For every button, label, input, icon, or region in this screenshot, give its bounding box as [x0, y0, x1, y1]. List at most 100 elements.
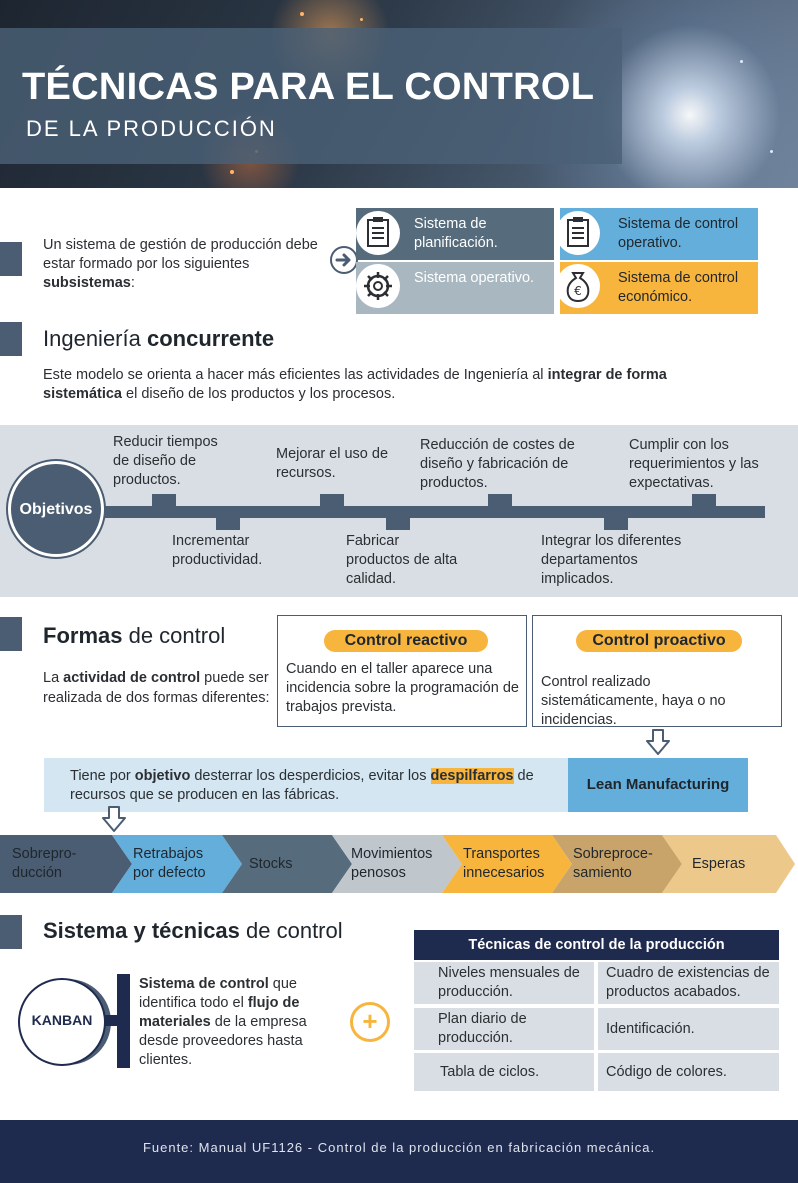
- section-title-concurrente: Ingeniería concurrente: [43, 326, 274, 352]
- svg-text:€: €: [574, 284, 582, 298]
- kanban-label: KANBAN: [31, 1012, 93, 1028]
- spark-decoration: [740, 60, 743, 63]
- objective-item: Reducción de costes de diseño y fabricac…: [420, 437, 575, 491]
- intro-text-bold: subsistemas: [43, 275, 131, 291]
- desc-plain: Tiene por: [70, 768, 135, 784]
- waste-stocks: Stocks: [249, 855, 293, 872]
- subsystems-intro: Un sistema de gestión de producción debe…: [43, 236, 338, 293]
- desc-plain: que identifica todo el: [139, 976, 297, 1011]
- objective-item: Mejorar el uso de recursos.: [276, 446, 389, 481]
- clipboard-icon: [556, 211, 600, 255]
- timeline-tick: [320, 494, 344, 506]
- techniques-cell: Cuadro de existencias de productos acaba…: [598, 962, 779, 1004]
- desc-plain: de la empresa desde proveedores hasta cl…: [139, 1014, 307, 1068]
- kanban-circle: [18, 978, 106, 1066]
- spark-decoration: [360, 18, 363, 21]
- objective-item: Cumplir con los requerimientos y las exp…: [629, 437, 759, 491]
- title-band: [0, 28, 622, 164]
- arrow-down-icon: [646, 729, 670, 755]
- section-marker: [0, 322, 22, 356]
- chevron-shape: [332, 835, 462, 893]
- objective-item: Fabricar productos de alta calidad.: [346, 533, 458, 587]
- techniques-table-header: Técnicas de control de la producción: [414, 930, 779, 960]
- chevron-shape: [662, 835, 795, 893]
- arrow-right-icon: [330, 246, 358, 274]
- techniques-cell: Tabla de ciclos.: [414, 1053, 594, 1091]
- desc-plain: el diseño de los productos y los proceso…: [122, 386, 396, 402]
- desc-bold: actividad de control: [63, 670, 201, 686]
- chevron-shape: [222, 835, 352, 893]
- timeline-tick: [488, 494, 512, 506]
- waste-sobreprocesamiento: Sobreproce-samiento: [573, 846, 653, 881]
- chevron-shape: [112, 835, 242, 893]
- desc-plain: puede ser realizada de dos formas difere…: [43, 670, 270, 706]
- kanban-bar: [117, 974, 130, 1068]
- title-plain: Ingeniería: [43, 326, 147, 351]
- control-proactivo-text: Control realizado sistemáticamente, haya…: [541, 674, 726, 728]
- techniques-cell-text: Plan diario de producción.: [438, 1011, 527, 1046]
- subsystem-label: Sistema de control económico.: [618, 270, 739, 305]
- control-reactivo-title: Control reactivo: [324, 630, 488, 652]
- section-title-sistema: Sistema y técnicas de control: [43, 918, 343, 944]
- plus-icon: +: [350, 1002, 390, 1042]
- objective-item: Integrar los diferentes departamentos im…: [541, 533, 682, 587]
- timeline-tick: [386, 518, 410, 530]
- formas-description: La actividad de control puede ser realiz…: [43, 668, 273, 708]
- spark-decoration: [770, 150, 773, 153]
- techniques-cell-text: Identificación.: [606, 1020, 695, 1037]
- techniques-cell: Identificación.: [598, 1008, 779, 1050]
- control-proactivo-title: Control proactivo: [576, 630, 742, 652]
- gear-icon: [356, 264, 400, 308]
- clipboard-icon: [356, 211, 400, 255]
- objectives-label: Objetivos: [19, 501, 93, 518]
- subsystem-control-economico: Sistema de control económico.: [560, 262, 758, 314]
- lean-description: Tiene por objetivo desterrar los desperd…: [70, 767, 560, 805]
- page-subtitle: DE LA PRODUCCIÓN: [26, 116, 277, 141]
- desc-bold: flujo de materiales: [139, 995, 300, 1030]
- lean-description-box: [44, 758, 568, 812]
- techniques-cell: Código de colores.: [598, 1053, 779, 1091]
- section-marker: [0, 617, 22, 651]
- chevron-shape: [0, 835, 132, 893]
- desc-bold: Sistema de control: [139, 976, 269, 992]
- desc-plain: desterrar los desperdicios, evitar los: [190, 768, 431, 784]
- intro-text-plain: Un sistema de gestión de producción debe…: [43, 237, 318, 272]
- objective-item: Reducir tiempos de diseño de productos.: [113, 434, 218, 488]
- title-plain: de control: [239, 918, 343, 943]
- waste-chevron-strip: [0, 835, 795, 893]
- timeline-tick: [216, 518, 240, 530]
- objective-item: Incrementar productividad.: [172, 533, 263, 568]
- subsystem-label: Sistema de control operativo.: [618, 216, 739, 251]
- subsystem-label: Sistema operativo.: [414, 270, 535, 286]
- desc-plain: de recursos que se producen en las fábri…: [70, 768, 534, 803]
- waste-esperas: Esperas: [692, 855, 746, 872]
- intro-text-end: :: [130, 275, 135, 291]
- timeline-tick: [152, 494, 176, 506]
- techniques-cell-text: Tabla de ciclos.: [440, 1063, 540, 1080]
- techniques-cell-text: Código de colores.: [606, 1063, 727, 1080]
- control-reactivo-text: Cuando en el taller aparece una incidenc…: [286, 661, 519, 715]
- section-marker: [0, 915, 22, 949]
- objectives-timeline: [60, 506, 765, 518]
- timeline-tick: [604, 518, 628, 530]
- chevron-shape: [442, 835, 572, 893]
- title-bold: concurrente: [146, 326, 275, 351]
- title-plain: de control: [122, 623, 226, 648]
- waste-sobreproduccion: Sobrepro-ducción: [12, 846, 77, 881]
- desc-highlight: despilfarros: [430, 768, 514, 784]
- chevron-shape: [552, 835, 682, 893]
- title-bold: Formas: [43, 623, 123, 648]
- timeline-tick: [692, 494, 716, 506]
- subsystem-label: Sistema de planificación.: [414, 216, 498, 251]
- techniques-cell: Plan diario de producción.: [414, 1008, 594, 1050]
- spark-decoration: [300, 12, 304, 16]
- desc-bold: objetivo: [134, 768, 191, 784]
- objectives-circle: [8, 461, 104, 557]
- techniques-cell-text: Niveles mensuales de producción.: [438, 965, 580, 1000]
- arrow-down-icon: [102, 806, 126, 832]
- lean-manufacturing-tag: Lean Manufacturing: [568, 758, 748, 812]
- money-bag-icon: €: [556, 264, 600, 308]
- techniques-cell: Niveles mensuales de producción.: [414, 962, 594, 1004]
